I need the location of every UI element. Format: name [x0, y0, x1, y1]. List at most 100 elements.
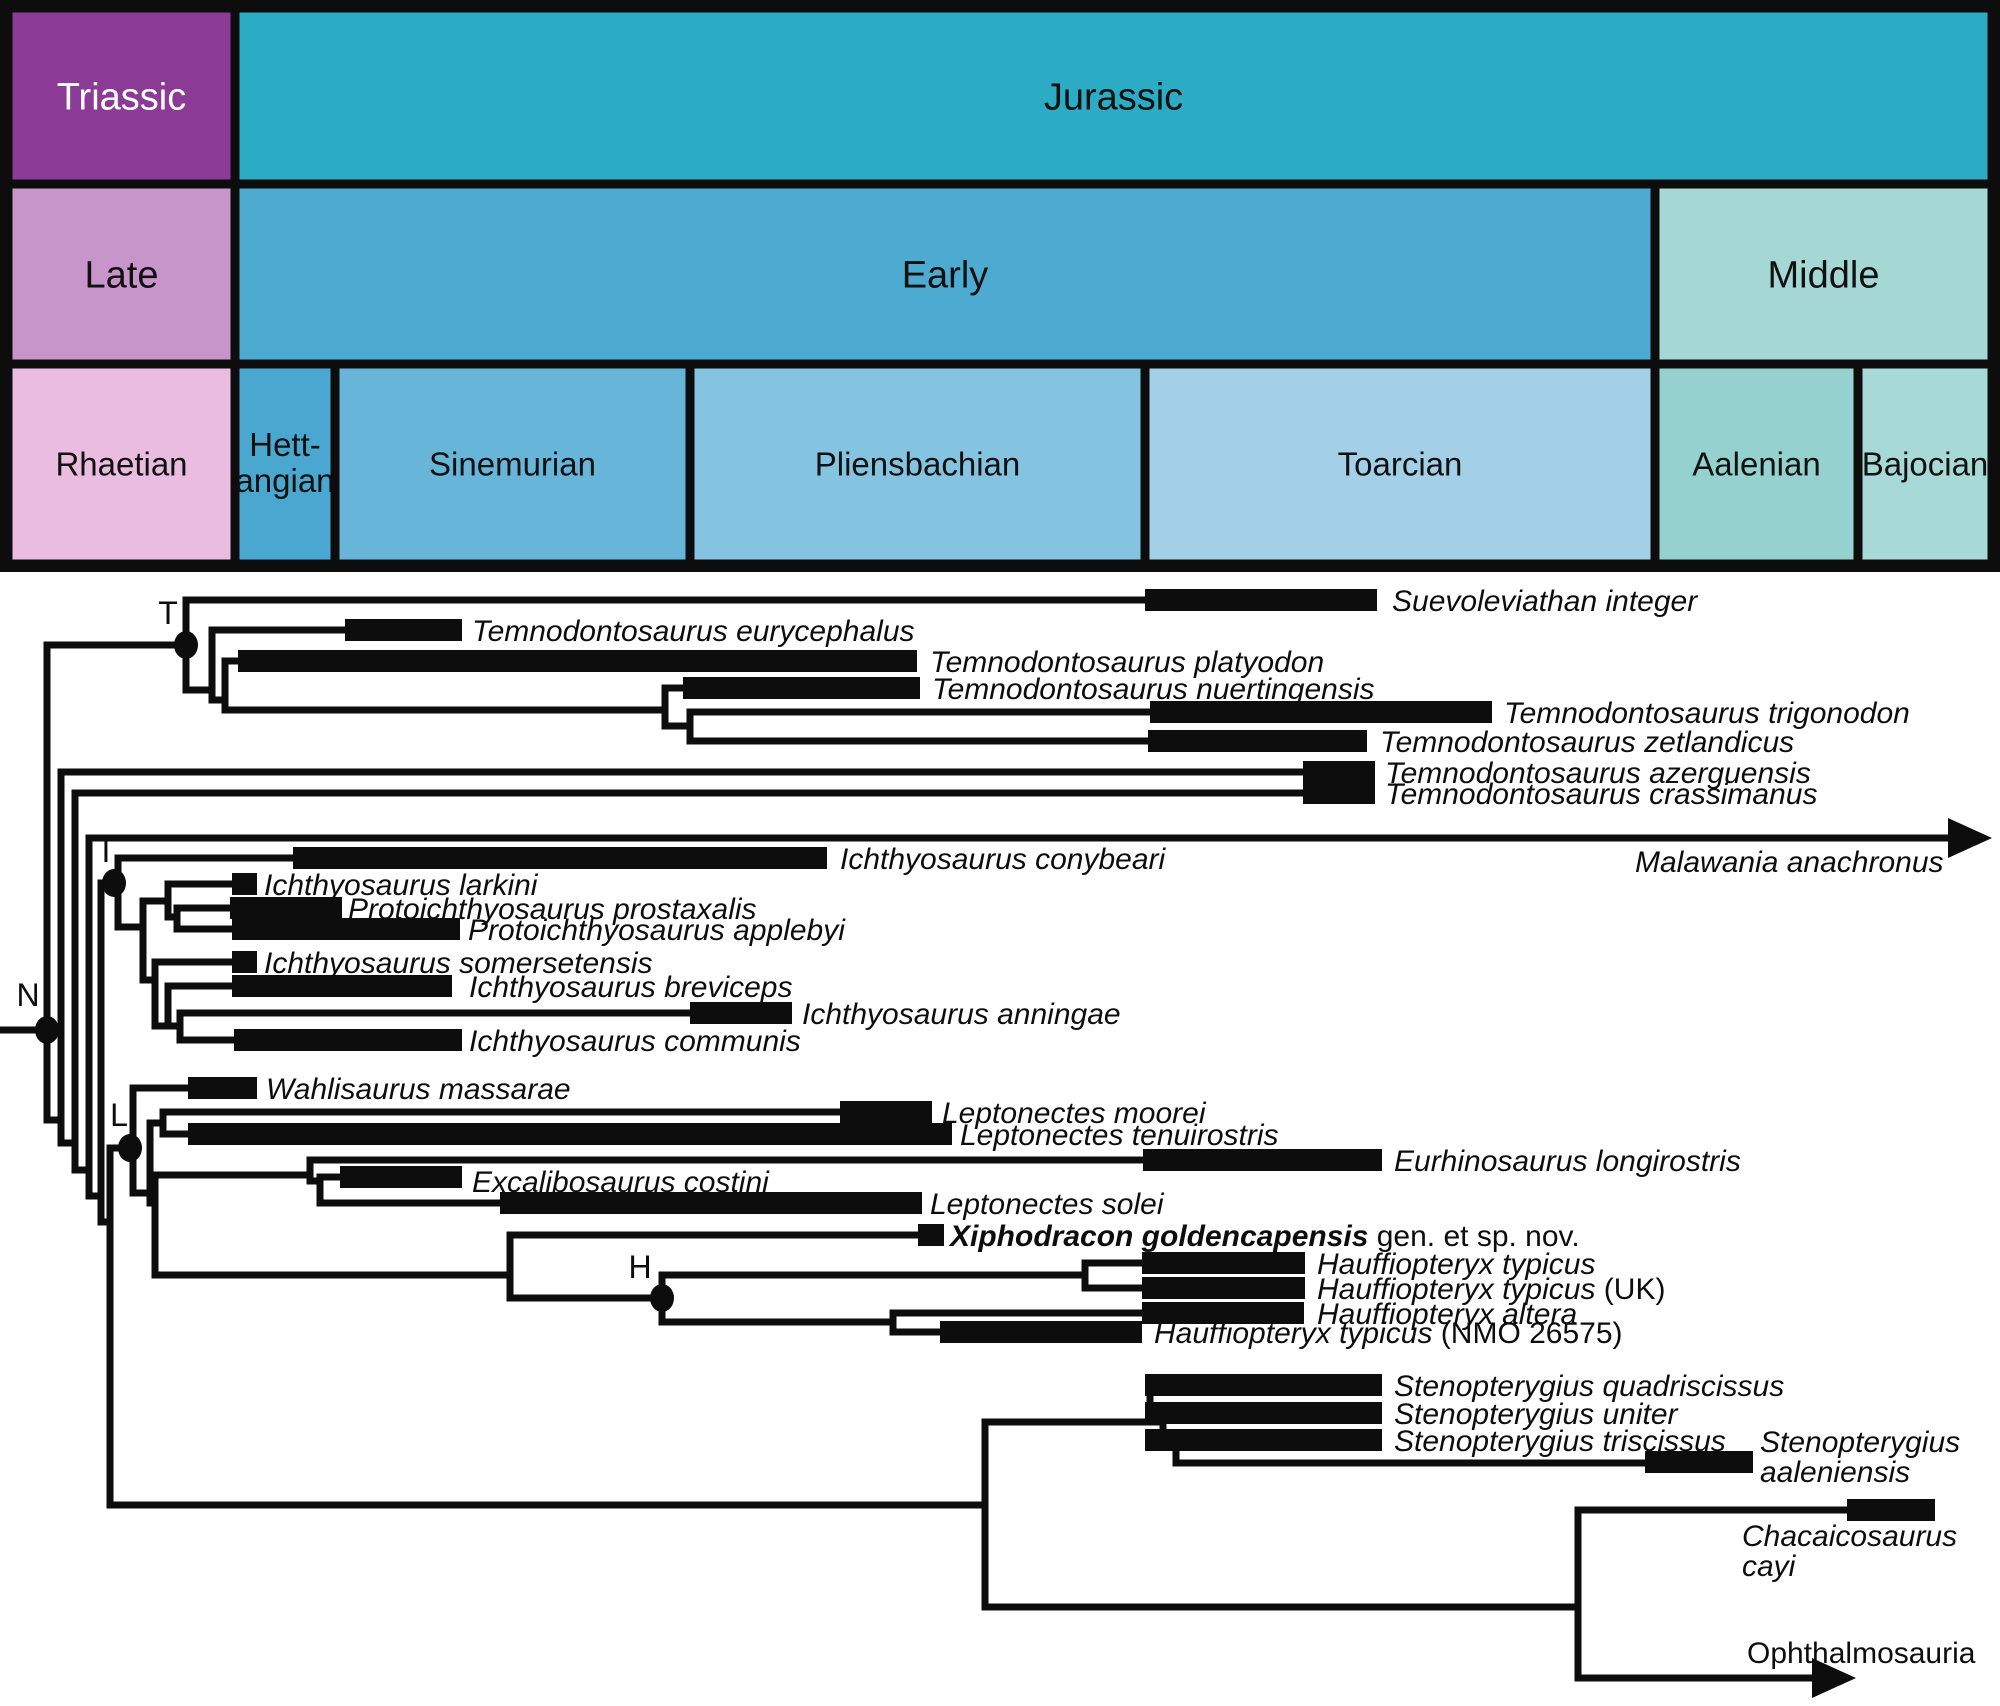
range-bar-ichthyosaurus-anningae — [690, 1002, 792, 1024]
taxon-label-temnodontosaurus-eurycephalus: Temnodontosaurus eurycephalus — [472, 615, 915, 648]
range-bars — [188, 589, 1935, 1521]
range-bar-hauffiopteryx-typicus-uk- — [1142, 1277, 1305, 1299]
taxon-label-stenopterygius-quadriscissus: Stenopterygius quadriscissus — [1394, 1370, 1784, 1403]
taxon-label-temnodontosaurus-zetlandicus: Temnodontosaurus zetlandicus — [1380, 726, 1794, 759]
taxon-label-leptonectes-tenuirostris: Leptonectes tenuirostris — [960, 1119, 1279, 1152]
taxon-label-hauffiopteryx-typicus: Hauffiopteryx typicus — [1317, 1248, 1595, 1281]
taxon-label-ichthyosaurus-communis: Ichthyosaurus communis — [469, 1025, 801, 1058]
taxon-label-wahlisaurus-massarae: Wahlisaurus massarae — [266, 1073, 571, 1106]
taxon-label-xiphodracon-goldencapensis: Xiphodracon goldencapensis gen. et sp. n… — [948, 1220, 1580, 1253]
stage-label: Rhaetian — [55, 446, 187, 483]
stage-cell-aalenian — [1650, 359, 1863, 569]
range-bar-stenopterygius-uniter — [1145, 1402, 1382, 1424]
clade-node-dot-l — [118, 1134, 142, 1162]
stage-cell-late — [3, 179, 240, 369]
range-bar-temnodontosaurus-nuertingensis — [683, 677, 920, 699]
taxon-label-ichthyosaurus-larkini: Ichthyosaurus larkini — [264, 869, 539, 902]
range-bar-temnodontosaurus-azerguensis — [1303, 761, 1375, 783]
stage-label: Pliensbachian — [815, 446, 1020, 483]
range-bar-stenopterygius-triscissus — [1145, 1429, 1382, 1451]
range-bar-leptonectes-solei — [500, 1192, 922, 1214]
taxon-label-leptonectes-moorei: Leptonectes moorei — [942, 1097, 1207, 1130]
range-bar-temnodontosaurus-crassimanus — [1303, 782, 1375, 804]
taxon-label-temnodontosaurus-trigonodon: Temnodontosaurus trigonodon — [1504, 697, 1910, 730]
range-bar-protoichthyosaurus-applebyi — [232, 918, 460, 940]
stage-label: Aalenian — [1692, 446, 1820, 483]
stage-cell-bajocian — [1853, 359, 1997, 569]
taxon-label-ichthyosaurus-somersetensis: Ichthyosaurus somersetensis — [264, 947, 653, 980]
taxon-label-hauffiopteryx-typicus-uk: Hauffiopteryx typicus (UK) — [1317, 1273, 1665, 1306]
range-bar-temnodontosaurus-zetlandicus — [1148, 730, 1367, 752]
range-bar-leptonectes-tenuirostris — [188, 1123, 952, 1145]
taxon-label-temnodontosaurus-nuertingensis: Temnodontosaurus nuertingensis — [932, 673, 1375, 706]
range-bar-temnodontosaurus-trigonodon — [1150, 701, 1492, 723]
stage-label: Early — [902, 254, 989, 296]
taxon-label-ichthyosaurus-breviceps: Ichthyosaurus breviceps — [469, 971, 793, 1004]
taxon-label-hauffiopteryx-typicus-nmo: Hauffiopteryx typicus (NMO 26575) — [1154, 1317, 1623, 1350]
tree-branches — [0, 596, 1956, 1682]
timescale-row-period: Triassic Jurassic — [3, 3, 1997, 189]
range-bar-excalibosaurus-costini — [340, 1166, 462, 1188]
range-bar-hauffiopteryx-altera — [1142, 1302, 1304, 1324]
range-bar-stenopterygius-quadriscissus — [1145, 1374, 1382, 1396]
stage-label: Late — [85, 254, 159, 296]
stage-cell-sinemurian — [330, 359, 695, 569]
clade-node-dot-h — [650, 1284, 674, 1312]
range-bar-temnodontosaurus-platyodon — [238, 650, 917, 672]
range-bar-wahlisaurus-massarae — [188, 1077, 257, 1099]
range-bar-hauffiopteryx-typicus-nmo-26575- — [940, 1321, 1142, 1343]
stage-label: Middle — [1768, 254, 1880, 296]
stage-label: Jurassic — [1044, 76, 1183, 118]
taxon-label-stenopterygius-uniter: Stenopterygius uniter — [1394, 1398, 1679, 1431]
stage-cell-pliensbachian — [685, 359, 1150, 569]
stage-cell-rhaetian — [3, 359, 240, 569]
stage-cell-triassic — [3, 3, 240, 189]
range-bar-ichthyosaurus-larkini — [232, 873, 257, 895]
timescale-row-epoch: Late Early Middle — [3, 179, 1997, 369]
taxon-label-hauffiopteryx-altera: Hauffiopteryx altera — [1317, 1298, 1577, 1331]
range-bar-stenopterygius-aaleniensis — [1645, 1451, 1753, 1473]
clade-node-dot-n — [35, 1016, 59, 1044]
range-bar-ichthyosaurus-breviceps — [232, 975, 452, 997]
range-bar-suevoleviathan-integer — [1145, 589, 1377, 611]
stage-cell-toarcian — [1140, 359, 1660, 569]
taxon-label-ichthyosaurus-anningae: Ichthyosaurus anningae — [802, 998, 1121, 1031]
stage-label: Bajocian — [1862, 446, 1989, 483]
taxon-label-suevoleviathan-integer: Suevoleviathan integer — [1392, 585, 1698, 618]
taxon-label-eurhinosaurus-longirostris: Eurhinosaurus longirostris — [1394, 1145, 1741, 1178]
taxon-label-stenopterygius-triscissus: Stenopterygius triscissus — [1394, 1425, 1726, 1458]
clade-node-letter-t: T — [158, 595, 178, 631]
stage-cell-jurassic — [230, 3, 1997, 189]
taxon-label-protoichthyosaurus-applebyi: Protoichthyosaurus applebyi — [468, 914, 846, 947]
stage-label: Triassic — [57, 76, 186, 118]
taxon-label-ophthalmosauria: Ophthalmosauria — [1747, 1637, 1976, 1670]
range-bar-protoichthyosaurus-prostaxalis — [230, 897, 342, 919]
ophthalmosauria-arrow — [1812, 1658, 1856, 1698]
taxon-label-temnodontosaurus-crassimanus: Temnodontosaurus crassimanus — [1385, 778, 1817, 811]
taxon-label-excalibosaurus-costini: Excalibosaurus costini — [472, 1166, 770, 1199]
range-bar-ichthyosaurus-conybeari — [293, 847, 827, 869]
stage-label: Toarcian — [1338, 446, 1463, 483]
range-bar-leptonectes-moorei — [840, 1101, 932, 1123]
stage-label: Sinemurian — [429, 446, 596, 483]
taxon-label-protoichthyosaurus-prostaxalis: Protoichthyosaurus prostaxalis — [348, 893, 757, 926]
taxon-label-temnodontosaurus-azerguensis: Temnodontosaurus azerguensis — [1385, 757, 1811, 790]
taxon-label-ichthyosaurus-conybeari: Ichthyosaurus conybeari — [840, 843, 1167, 876]
clade-node-dot-i — [102, 869, 126, 897]
taxon-label-malawania-anachronus: Malawania anachronus — [1635, 846, 1944, 879]
taxon-label-temnodontosaurus-platyodon: Temnodontosaurus platyodon — [930, 646, 1324, 679]
clade-node-letter-h: H — [628, 1249, 651, 1285]
range-bar-ichthyosaurus-communis — [234, 1029, 462, 1051]
taxon-label-leptonectes-solei: Leptonectes solei — [930, 1188, 1165, 1221]
range-bar-xiphodracon-goldencapensis — [918, 1224, 944, 1246]
range-bar-ichthyosaurus-somersetensis — [232, 951, 257, 973]
range-bar-eurhinosaurus-longirostris — [1143, 1149, 1382, 1171]
clade-node-letter-l: L — [110, 1097, 128, 1133]
